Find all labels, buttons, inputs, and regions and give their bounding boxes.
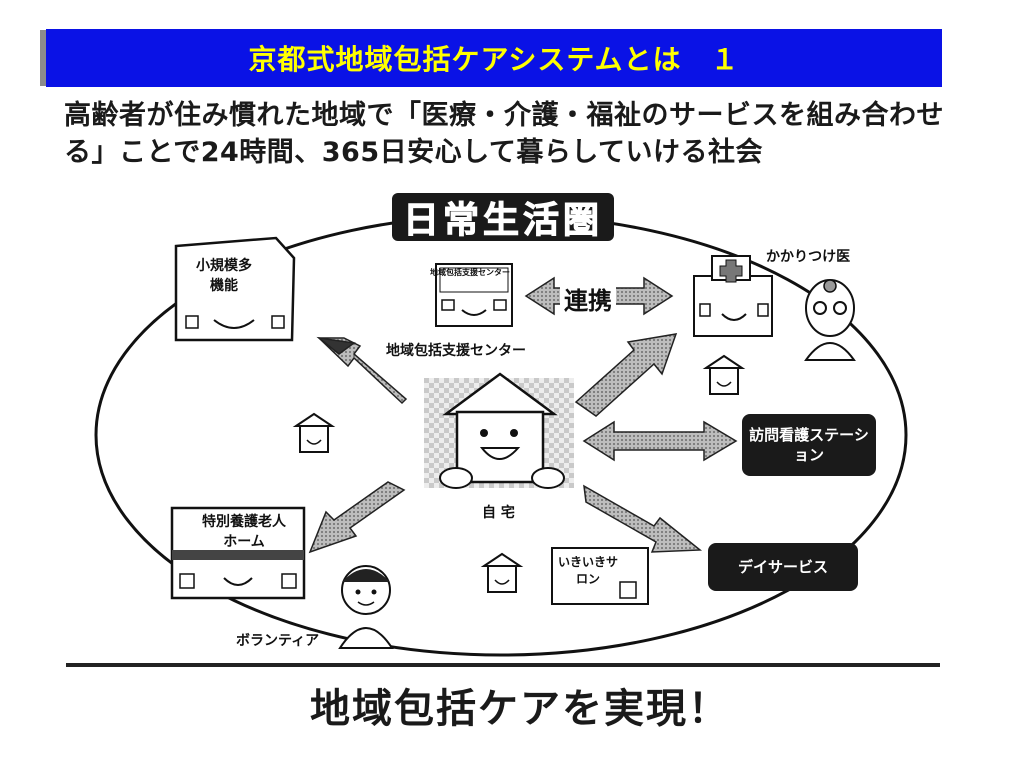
clinic-building [693,255,773,337]
diagram [64,178,942,666]
nursing-station-box: 訪問看護ステーション [742,414,876,476]
support-center-building [435,263,513,327]
home-label: 自 宅 [482,505,515,521]
nursing-home-building [170,506,306,600]
day-service-box: デイサービス [708,543,858,591]
nursing-home-label: 特別養護老人ホーム [202,514,286,550]
bottom-divider [66,663,940,667]
arrow-right-bottom [583,484,703,553]
small-house-right [702,354,746,395]
salon-building [551,547,649,605]
small-house-bottom [480,552,524,593]
page-title: 京都式地域包括ケアシステムとは １ [248,43,740,76]
daily-life-area-title: 日常生活圏 [392,193,614,242]
volunteer-figure [338,565,394,649]
support-center-sign: 地域包括支援センター [430,268,510,277]
subtitle: 高齢者が住み慣れた地域で「医療・介護・福祉のサービスを組み合わせる」ことで24時… [64,100,944,168]
arrow-right-middle [582,420,738,462]
arrow-left-bottom [308,481,406,554]
support-center-label: 地域包括支援センター [386,343,526,359]
salon-label: いきいきサロン [557,555,618,586]
home-illustration [424,372,574,489]
doctor-figure [804,279,856,361]
title-bar: 京都式地域包括ケアシステムとは １ [46,29,942,87]
small-house-left [292,412,336,453]
diagram-canvas [94,213,908,657]
cooperation-label: 連携 [560,281,616,316]
arrow-right-top [574,333,678,417]
slogan: 地域包括ケアを実現！ [310,686,730,732]
small-multi-label: 小規模多機能 [196,258,252,294]
volunteer-label: ボランティア [236,633,320,649]
arrow-left-top [316,336,408,405]
doctor-label: かかりつけ医 [766,249,851,265]
small-multi-building [174,236,296,342]
